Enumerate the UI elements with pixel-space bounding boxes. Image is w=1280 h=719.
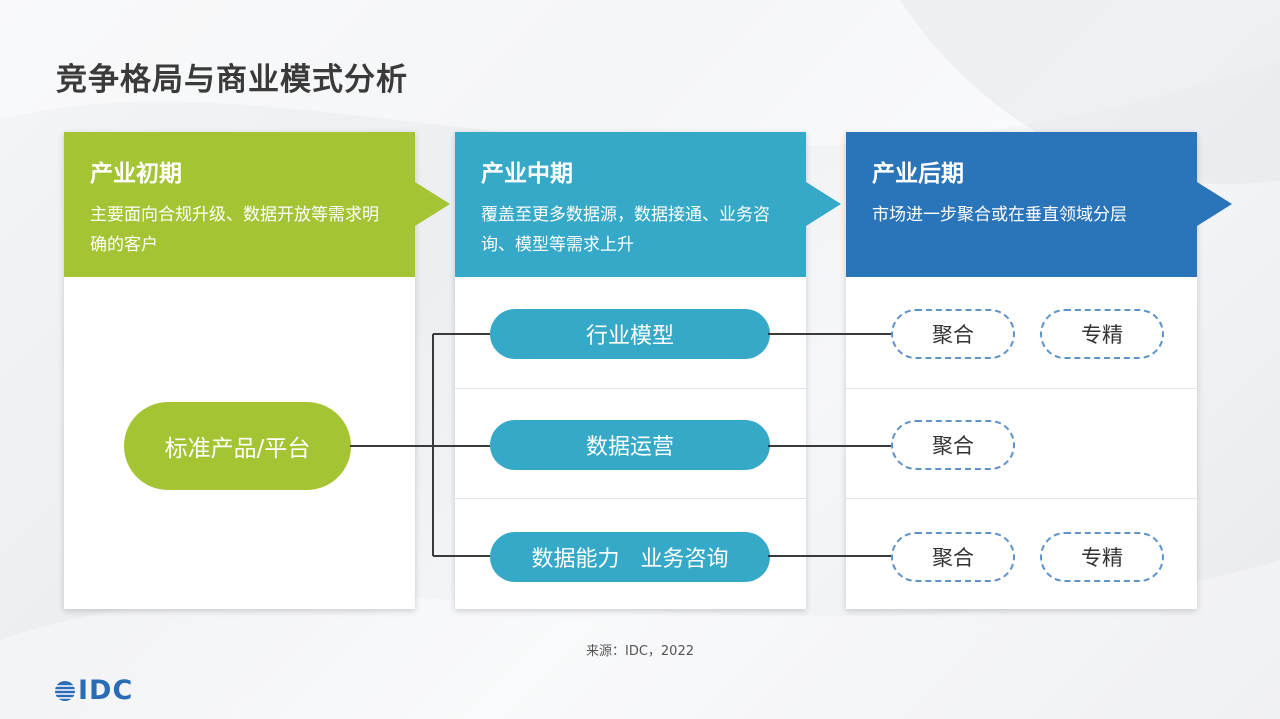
source-note: 来源：IDC，2022 [585,644,694,659]
page-title: 竞争格局与商业模式分析 [56,62,408,98]
mid-node-data-consulting: 数据能力 业务咨询 [490,532,770,582]
logo-text: IDC [78,675,134,706]
late-node-aggregate: 聚合 [891,420,1015,470]
chevron-right-icon [806,182,841,226]
row-divider [846,388,1197,389]
stage-description: 覆盖至更多数据源，数据接通、业务咨询、模型等需求上升 [481,205,770,255]
stage-card-middle: 产业中期 覆盖至更多数据源，数据接通、业务咨询、模型等需求上升 行业模型 数据运… [455,132,841,609]
stage-header-late: 产业后期 市场进一步聚合或在垂直领域分层 [846,132,1232,277]
stage-card-late: 产业后期 市场进一步聚合或在垂直领域分层 聚合 专精 聚合 聚合 专精 [846,132,1232,609]
row-divider [455,388,806,389]
late-node-aggregate: 聚合 [891,532,1015,582]
globe-icon [54,681,76,701]
chevron-right-icon [415,182,450,226]
stage-heading: 产业后期 [872,161,964,187]
stage-header-middle: 产业中期 覆盖至更多数据源，数据接通、业务咨询、模型等需求上升 [455,132,841,277]
stage-heading: 产业中期 [481,161,573,187]
stage-description: 主要面向合规升级、数据开放等需求明确的客户 [90,205,379,255]
stage-heading: 产业初期 [90,161,182,187]
late-node-specialize: 专精 [1040,309,1164,359]
mid-node-data-operation: 数据运营 [490,420,770,470]
row-divider [846,498,1197,499]
chevron-right-icon [1197,182,1232,226]
row-divider [455,498,806,499]
idc-logo: IDC [54,677,133,705]
stage-header-early: 产业初期 主要面向合规升级、数据开放等需求明确的客户 [64,132,450,277]
late-node-specialize: 专精 [1040,532,1164,582]
root-node-standard-product: 标准产品/平台 [124,402,351,490]
stage-description: 市场进一步聚合或在垂直领域分层 [872,205,1127,225]
stage-card-early: 产业初期 主要面向合规升级、数据开放等需求明确的客户 标准产品/平台 [64,132,450,609]
mid-node-industry-model: 行业模型 [490,309,770,359]
late-node-aggregate: 聚合 [891,309,1015,359]
